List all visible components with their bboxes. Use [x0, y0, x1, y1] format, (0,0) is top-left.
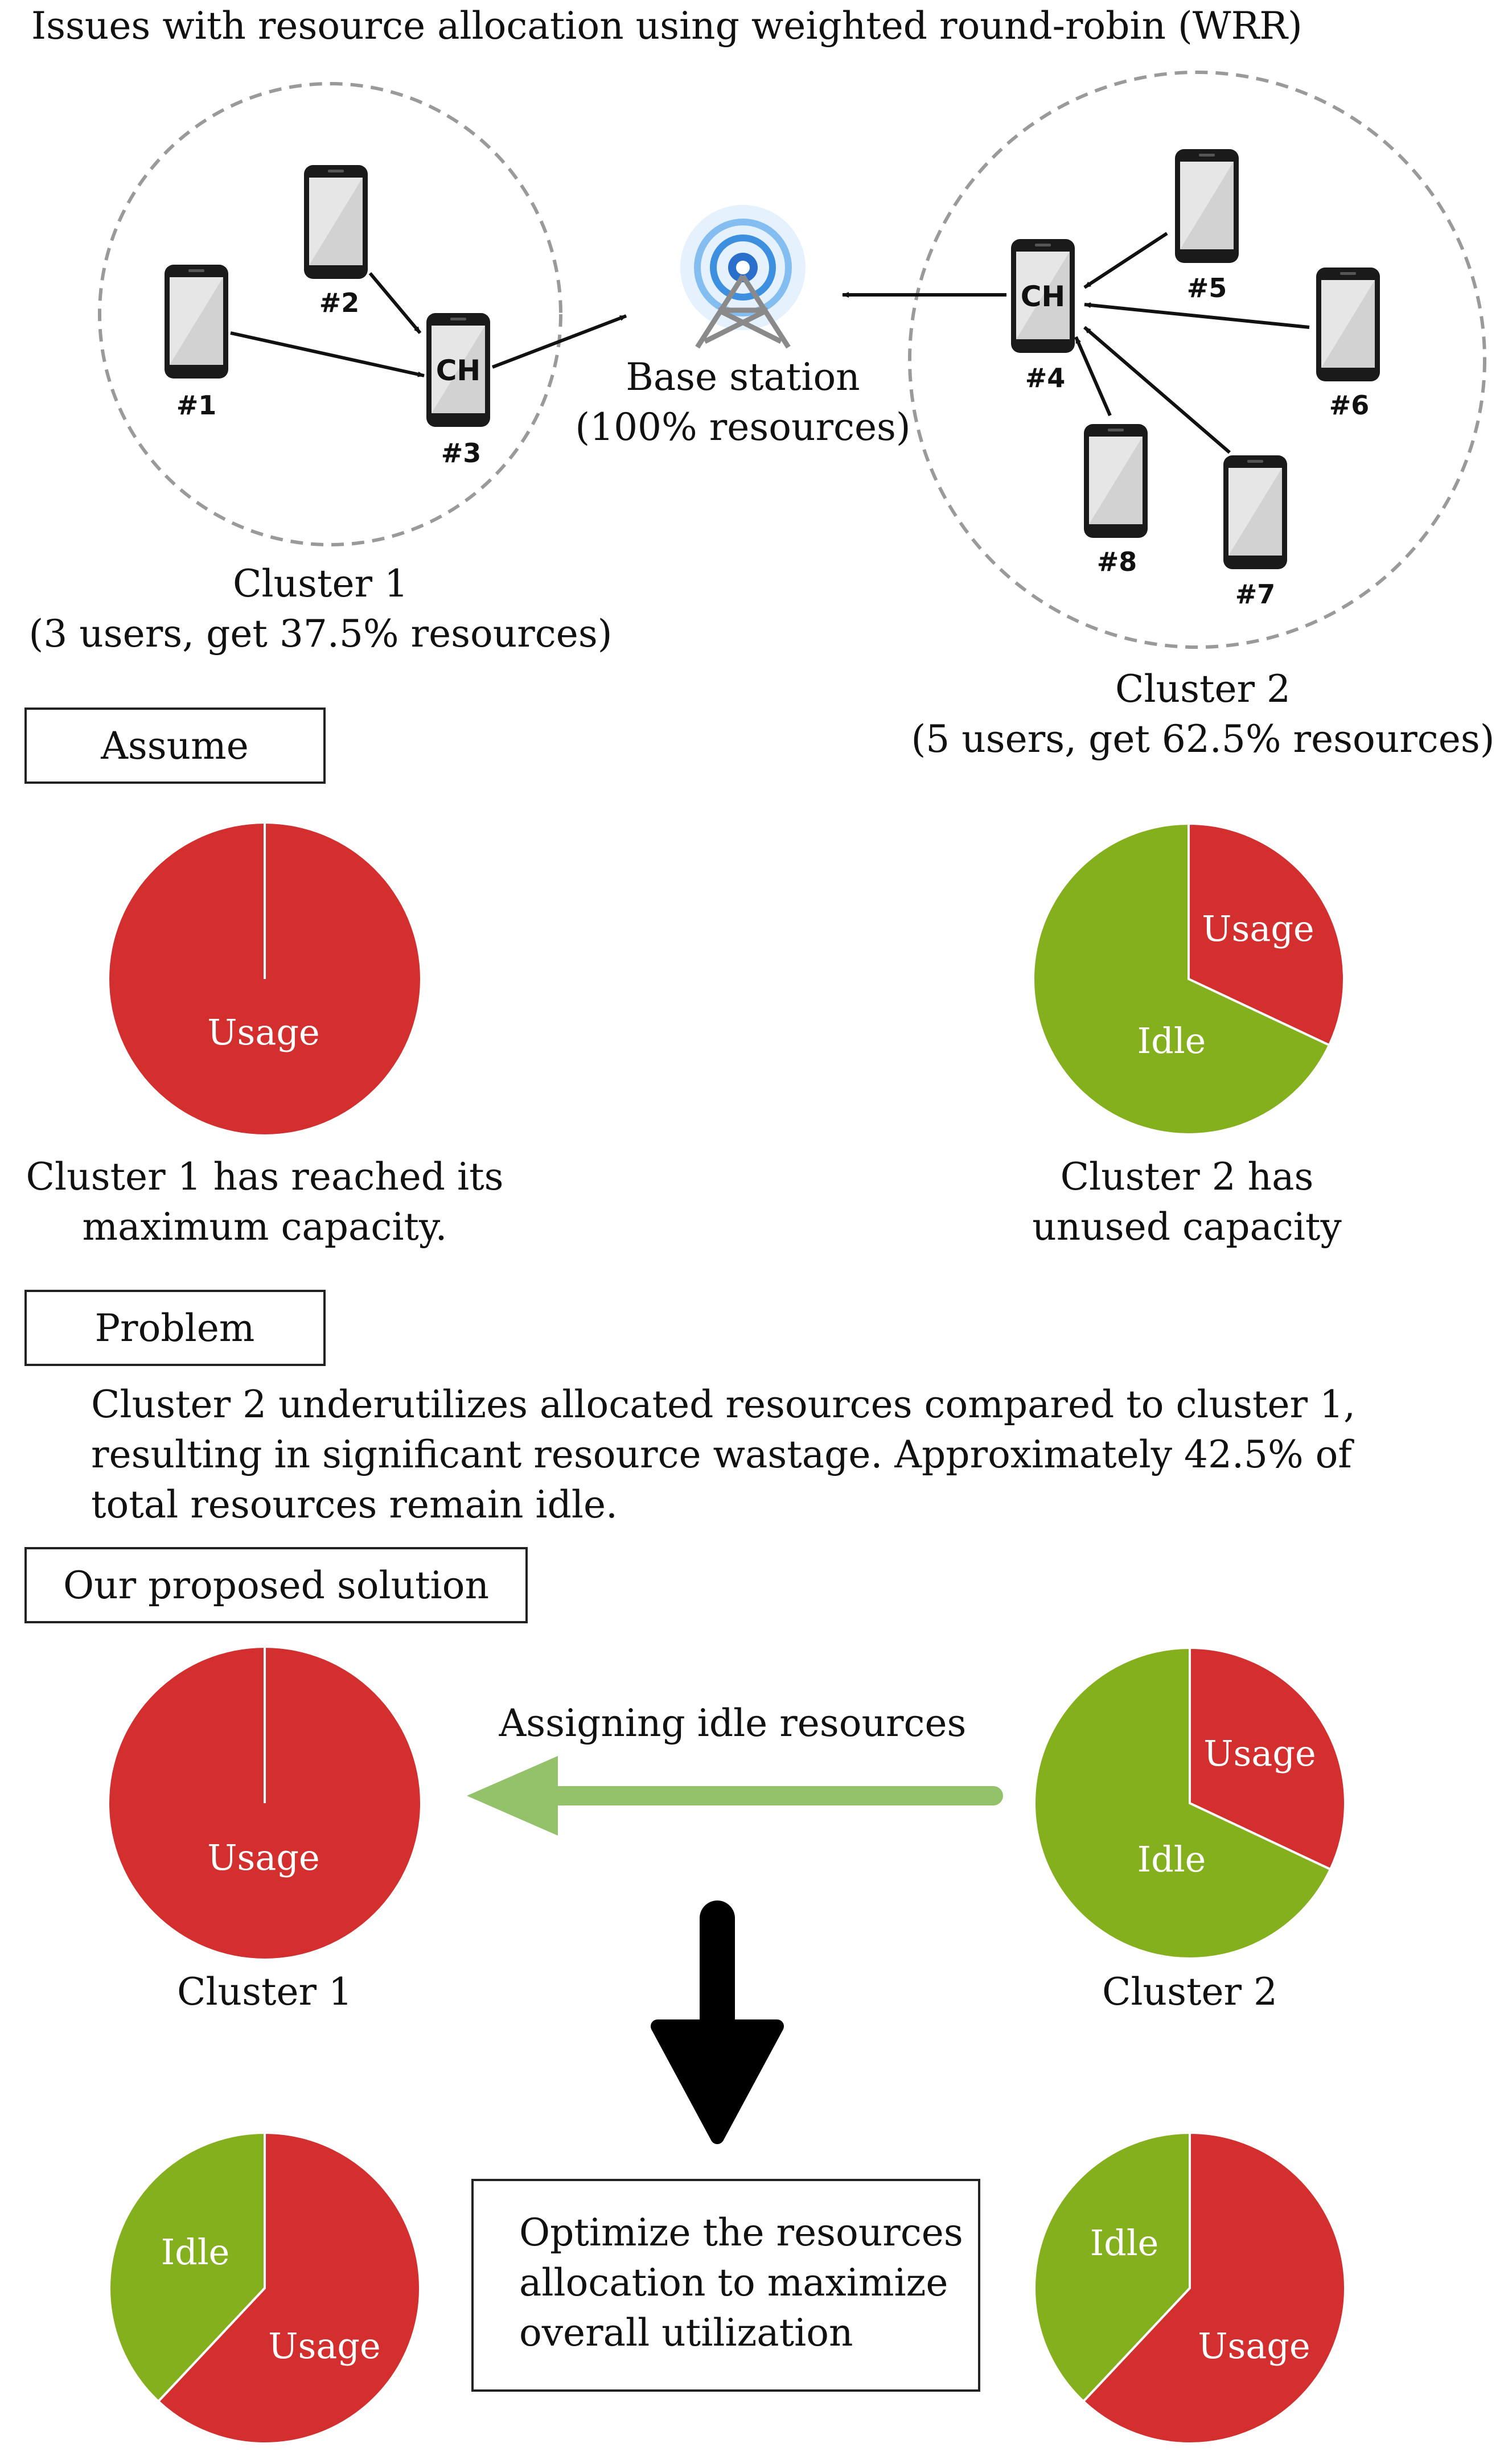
phone-6-icon-number: #6 — [1329, 390, 1370, 421]
cluster1-boundary — [98, 82, 562, 546]
pie-4-slice-idle — [1033, 1646, 1332, 1960]
result-text-line2: allocation to maximize — [519, 2261, 948, 2305]
phone-8-icon: #8 — [1084, 424, 1148, 577]
problem-label: Problem — [95, 1306, 255, 1350]
phone-5-icon-number: #5 — [1187, 273, 1227, 303]
pie-chart-5: Usage Idle — [108, 2131, 421, 2445]
pie-2-slice-usage — [1188, 822, 1345, 1047]
pie-2-slice-idle — [1032, 822, 1331, 1136]
assume-box — [24, 707, 326, 784]
phone-7-icon: #7 — [1223, 455, 1287, 610]
transfer-arrow-icon — [467, 1756, 1003, 1836]
pie-chart-6: Usage Idle — [1033, 2131, 1346, 2445]
arrow-8-to-ch — [1074, 336, 1112, 417]
transfer-arrow-label: Assigning idle resources — [499, 1701, 967, 1745]
cluster-head-1-icon-head-label: CH — [436, 354, 481, 387]
solution-cluster2-label: Cluster 2 — [1102, 1970, 1277, 2014]
pie-4-label-idle: Idle — [1137, 1838, 1206, 1880]
cluster1-caption-detail: (3 users, get 37.5% resources) — [29, 612, 613, 656]
phone-2-icon: #2 — [304, 165, 368, 318]
solution-cluster1-label: Cluster 1 — [177, 1970, 352, 2014]
pie-6-label-idle: Idle — [1090, 2222, 1159, 2264]
cluster2-caption-detail: (5 users, get 62.5% resources) — [911, 717, 1495, 761]
solution-label: Our proposed solution — [63, 1564, 489, 1607]
arrow-5-to-ch — [1083, 232, 1168, 289]
pie-3-label-usage: Usage — [207, 1837, 319, 1878]
phone-7-icon-number: #7 — [1235, 579, 1276, 610]
pie-2-label-usage: Usage — [1202, 908, 1314, 949]
pie-6-label-usage: Usage — [1198, 2325, 1310, 2367]
cluster1-caption: Cluster 1 — [233, 562, 408, 606]
problem-text-line1: Cluster 2 underutilizes allocated resour… — [91, 1383, 1355, 1426]
assume-cluster2-text-line1: Cluster 2 has — [1061, 1155, 1314, 1199]
cluster2-boundary — [908, 71, 1486, 649]
cluster2-caption: Cluster 2 — [1115, 667, 1291, 711]
assume-cluster2-text-line2: unused capacity — [1032, 1205, 1342, 1249]
arrow-2-to-ch — [368, 272, 422, 334]
base-station-resources: (100% resources) — [575, 405, 910, 449]
down-arrow-icon — [651, 1901, 784, 2144]
cluster-head-2-icon-number: #4 — [1025, 363, 1066, 393]
phone-1-icon: #1 — [165, 265, 228, 421]
phone-2-icon-number: #2 — [319, 287, 360, 318]
phone-5-icon: #5 — [1175, 149, 1239, 303]
pie-6-slice-usage — [1082, 2131, 1346, 2445]
arrow-ch1-to-base — [491, 314, 627, 369]
problem-text-line3: total resources remain idle. — [91, 1483, 618, 1527]
arrow-1-to-ch — [230, 331, 425, 377]
cluster-head-2-icon-head-label: CH — [1021, 280, 1066, 313]
phone-8-icon-number: #8 — [1097, 546, 1137, 577]
phones: #1#2CH#3#5#6#7#8CH#4 — [165, 149, 1380, 610]
pie-5-label-usage: Usage — [268, 2325, 380, 2367]
result-box — [471, 2179, 980, 2392]
cluster-head-1-icon-number: #3 — [441, 438, 482, 468]
assume-label: Assume — [100, 724, 249, 768]
cluster-head-1-icon: CH #3 — [426, 313, 490, 468]
assume-cluster1-text-line2: maximum capacity. — [83, 1205, 447, 1249]
arrow-6-to-ch — [1084, 302, 1310, 329]
base-station-tower-icon — [680, 205, 806, 349]
result-text-line1: Optimize the resources — [519, 2211, 963, 2255]
problem-box — [24, 1290, 326, 1366]
pie-chart-1: Usage — [109, 824, 420, 1134]
pie-5-slice-idle — [108, 2131, 266, 2403]
pie-chart-3: Usage — [109, 1648, 420, 1959]
pie-1-label-usage: Usage — [207, 1011, 319, 1053]
pie-4-slice-usage — [1189, 1646, 1346, 1871]
pie-5-slice-usage — [157, 2131, 421, 2445]
phone-1-icon-number: #1 — [176, 390, 217, 421]
connection-arrows — [230, 232, 1310, 454]
result-text-line3: overall utilization — [519, 2311, 853, 2355]
problem-text-line2: resulting in significant resource wastag… — [91, 1433, 1354, 1476]
solution-box — [24, 1547, 528, 1623]
cluster-head-2-icon: CH #4 — [1011, 239, 1075, 393]
title: Issues with resource allocation using we… — [31, 4, 1302, 48]
pie-4-label-usage: Usage — [1203, 1733, 1316, 1774]
pie-charts: UsageUsageIdleUsageUsageIdleUsageIdleUsa… — [108, 822, 1346, 2445]
pie-6-slice-idle — [1033, 2131, 1191, 2403]
pie-5-label-idle: Idle — [161, 2231, 230, 2273]
assume-cluster1-text-line1: Cluster 1 has reached its — [26, 1155, 504, 1199]
pie-2-label-idle: Idle — [1137, 1020, 1206, 1062]
base-station-label: Base station — [626, 355, 860, 399]
arrow-7-to-ch — [1083, 326, 1231, 454]
phone-6-icon: #6 — [1316, 268, 1380, 421]
